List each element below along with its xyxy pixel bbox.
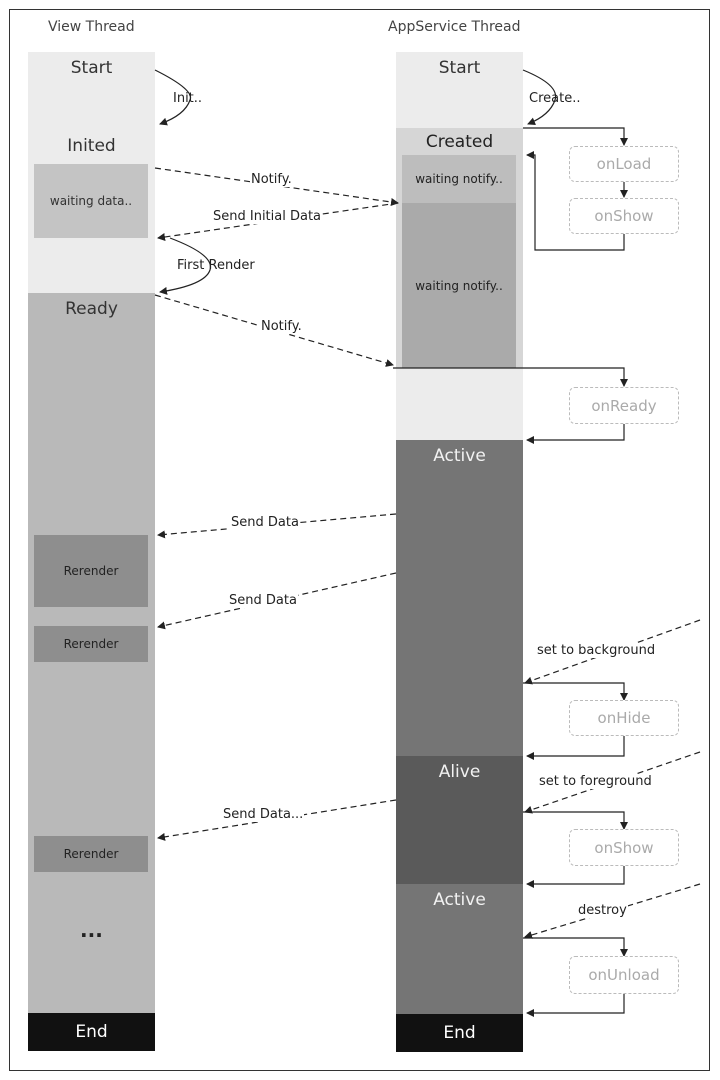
onshow-callback-2: onShow — [569, 829, 679, 866]
to-onhide-line — [523, 682, 628, 701]
send-data-2-label: Send Data — [228, 593, 298, 608]
notify-1-label: Notify. — [250, 172, 293, 187]
view-inited-sidebar-right — [148, 164, 155, 238]
onunload-return-line — [526, 994, 625, 1017]
to-onready-line — [393, 367, 628, 387]
onshow-2-return-line — [526, 866, 625, 888]
view-start-state: Start — [28, 52, 155, 130]
appservice-ready-band — [396, 368, 523, 440]
first-render-label: First Render — [177, 258, 255, 273]
onshow-return-line — [526, 151, 625, 251]
init-label: Init.. — [173, 91, 203, 106]
onload-callback: onLoad — [569, 146, 679, 182]
view-waiting-data-state: waiting data.. — [34, 164, 148, 238]
send-data-3-label: Send Data... — [222, 807, 305, 822]
onready-return-line — [526, 424, 625, 444]
view-inited-state: Inited — [28, 130, 155, 164]
to-onunload-line — [523, 937, 628, 957]
send-data-1-label: Send Data — [230, 515, 300, 530]
first-render-curve — [159, 237, 212, 295]
view-first-render-band — [28, 238, 155, 293]
set-to-foreground-label: set to foreground — [538, 774, 653, 789]
appservice-end-state: End — [396, 1014, 523, 1052]
destroy-label: destroy — [577, 903, 628, 918]
appservice-waiting-notify-1: waiting notify.. — [402, 155, 516, 203]
appservice-start-state: Start — [396, 52, 523, 128]
onhide-callback: onHide — [569, 700, 679, 736]
onunload-callback: onUnload — [569, 956, 679, 994]
init-curve — [154, 69, 192, 126]
onshow-callback-1: onShow — [569, 198, 679, 234]
appservice-thread-header: AppService Thread — [388, 19, 521, 35]
view-ellipsis: ... — [80, 918, 103, 942]
create-curve — [522, 69, 557, 126]
view-end-state: End — [28, 1013, 155, 1051]
appservice-active-state-2: Active — [396, 884, 523, 1014]
to-onshow-2-line — [523, 811, 628, 830]
onready-callback: onReady — [569, 387, 679, 424]
view-rerender-2: Rerender — [34, 626, 148, 662]
appservice-waiting-notify-2: waiting notify.. — [402, 203, 516, 368]
create-label: Create.. — [529, 91, 581, 106]
view-rerender-3: Rerender — [34, 836, 148, 872]
set-to-background-label: set to background — [536, 643, 657, 658]
diagram-frame — [9, 9, 710, 1071]
appservice-alive-state: Alive — [396, 756, 523, 884]
send-initial-data-label: Send Initial Data — [212, 209, 323, 224]
onhide-return-line — [526, 736, 625, 760]
created-to-onload-line — [523, 127, 628, 146]
view-rerender-1: Rerender — [34, 535, 148, 607]
appservice-active-state-1: Active — [396, 440, 523, 756]
view-thread-header: View Thread — [48, 19, 135, 35]
view-inited-sidebar-left — [28, 164, 34, 238]
notify-2-label: Notify. — [260, 319, 303, 334]
